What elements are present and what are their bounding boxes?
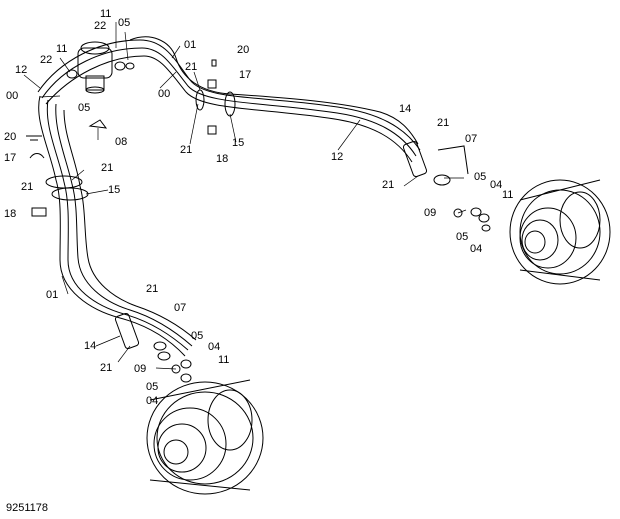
callout-22: 22 <box>40 54 53 66</box>
callout-05: 05 <box>146 381 159 393</box>
callout-11: 11 <box>218 354 230 366</box>
callout-01: 01 <box>46 289 59 301</box>
callout-18: 18 <box>216 153 229 165</box>
loose-parts <box>26 59 217 217</box>
callout-14: 14 <box>399 103 412 115</box>
callout-04: 04 <box>146 395 159 407</box>
callout-05: 05 <box>191 330 204 342</box>
callout-20: 20 <box>237 44 250 56</box>
left-hose-bundle <box>38 95 197 357</box>
callout-22: 22 <box>94 20 107 32</box>
callout-11: 11 <box>56 43 68 55</box>
callout-21: 21 <box>146 283 159 295</box>
callout-05: 05 <box>78 102 91 114</box>
callout-17: 17 <box>4 152 17 164</box>
callout-12: 12 <box>15 64 28 76</box>
hose-clamps <box>45 89 428 350</box>
callout-21: 21 <box>21 181 34 193</box>
callout-21: 21 <box>437 117 450 129</box>
callout-05: 05 <box>118 17 131 29</box>
callout-21: 21 <box>101 162 114 174</box>
callout-00: 00 <box>158 88 171 100</box>
callout-21: 21 <box>100 362 113 374</box>
callout-15: 15 <box>232 137 245 149</box>
callout-04: 04 <box>470 243 483 255</box>
callout-08: 08 <box>115 136 128 148</box>
callout-09: 09 <box>424 207 437 219</box>
callout-15: 15 <box>108 184 121 196</box>
callout-00: 00 <box>6 90 19 102</box>
right-travel-motor <box>509 179 611 285</box>
callout-07: 07 <box>465 133 478 145</box>
right-fittings <box>433 145 491 232</box>
callout-21: 21 <box>382 179 395 191</box>
callout-04: 04 <box>208 341 221 353</box>
left-travel-motor <box>146 379 264 495</box>
callout-12: 12 <box>331 151 344 163</box>
callout-21: 21 <box>180 144 193 156</box>
callout-20: 20 <box>4 131 17 143</box>
callout-04: 04 <box>490 179 503 191</box>
upper-hose-bundle <box>37 36 421 163</box>
callout-09: 09 <box>134 363 147 375</box>
callout-11: 11 <box>502 189 514 201</box>
callout-05: 05 <box>474 171 487 183</box>
callout-14: 14 <box>84 340 97 352</box>
callout-05: 05 <box>456 231 469 243</box>
callout-01: 01 <box>184 39 197 51</box>
callout-11: 11 <box>100 8 112 20</box>
callout-07: 07 <box>174 302 187 314</box>
swivel-joint <box>66 41 135 94</box>
callout-21: 21 <box>185 61 198 73</box>
leader-lines <box>23 22 467 370</box>
figure-number: 9251178 <box>6 502 49 514</box>
callout-17: 17 <box>239 69 252 81</box>
callout-18: 18 <box>4 208 17 220</box>
